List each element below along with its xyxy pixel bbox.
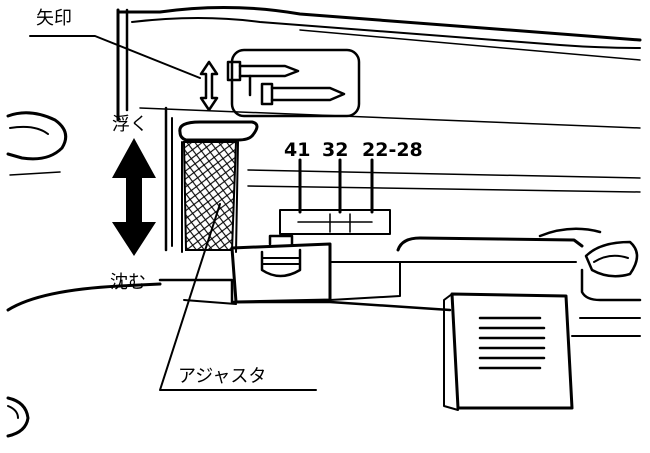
adjuster-label: アジャスタ <box>178 366 266 387</box>
left-oval <box>6 111 68 176</box>
arrow-label: 矢印 <box>36 8 72 29</box>
lower-body <box>6 278 641 337</box>
bottom-curl <box>6 396 30 438</box>
pin-label-32: 32 <box>322 139 348 161</box>
adjuster-callout <box>159 203 317 391</box>
right-panel <box>396 227 642 319</box>
top-frame <box>116 5 642 129</box>
adjuster-bolt <box>230 234 401 304</box>
pin-label-41: 41 <box>284 139 310 161</box>
float-label: 浮く <box>112 114 148 135</box>
float-sink-arrow <box>112 138 156 256</box>
arrow-callout <box>29 35 219 112</box>
sink-label: 沈む <box>110 272 146 293</box>
thread-pins <box>247 158 641 235</box>
pin-label-22-28: 22-28 <box>362 139 423 161</box>
adjuster-float <box>164 106 259 253</box>
flip-tab <box>443 292 574 411</box>
guide-plate <box>226 48 361 118</box>
